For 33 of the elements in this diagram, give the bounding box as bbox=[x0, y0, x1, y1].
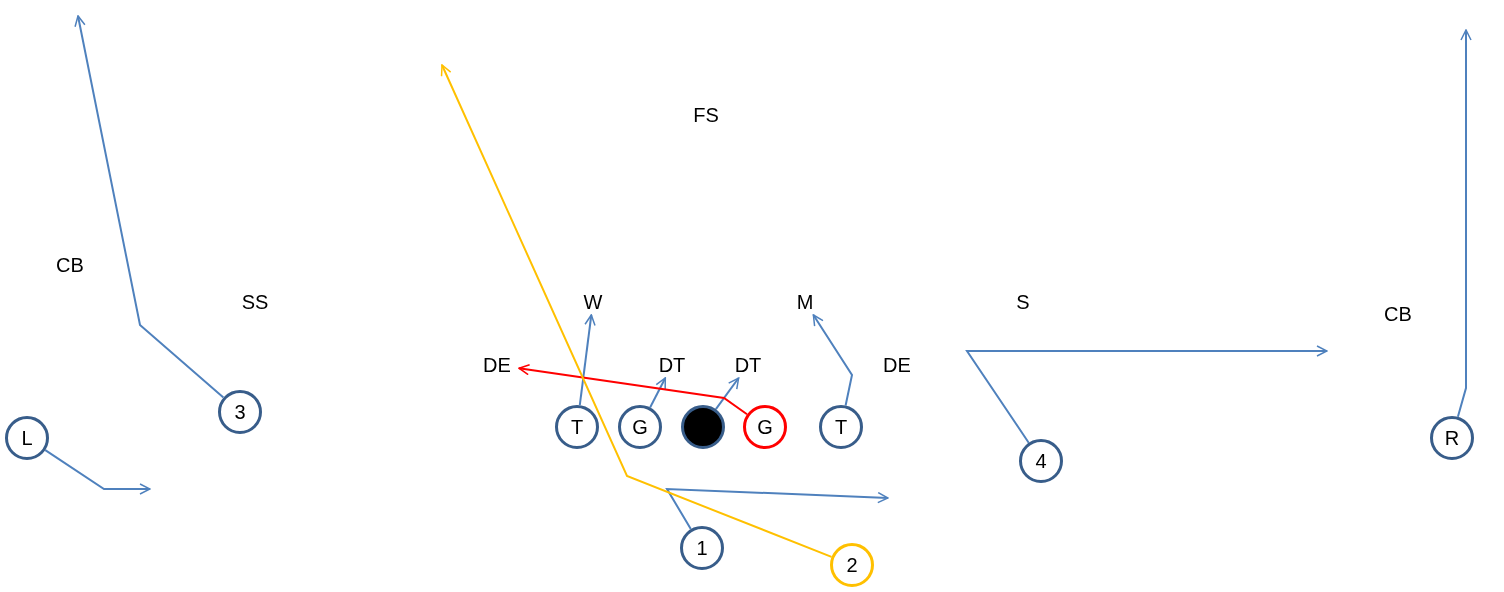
player-circle: 3 bbox=[218, 390, 262, 434]
player-circle: T bbox=[819, 405, 863, 449]
route-arrow bbox=[714, 377, 740, 411]
route-arrow bbox=[74, 15, 225, 399]
center-circle bbox=[681, 405, 725, 449]
defender-label: DE bbox=[483, 354, 511, 376]
player-circle: 1 bbox=[680, 526, 724, 570]
player-circle: 2 bbox=[830, 543, 874, 587]
defender-label: S bbox=[1016, 291, 1030, 313]
defender-label: DE bbox=[883, 354, 911, 376]
route-arrow bbox=[518, 363, 748, 416]
defender-label: W bbox=[583, 291, 603, 313]
route-arrow bbox=[578, 314, 596, 407]
player-circle: T bbox=[555, 405, 599, 449]
route-arrow bbox=[812, 314, 854, 407]
player-circle: G bbox=[618, 405, 662, 449]
defender-label: CB bbox=[1384, 303, 1412, 325]
route-arrow bbox=[665, 487, 889, 531]
route-arrow bbox=[649, 377, 667, 409]
defender-label: M bbox=[796, 291, 814, 313]
route-arrow bbox=[440, 64, 833, 558]
defender-label: DT bbox=[734, 354, 762, 376]
route-arrow bbox=[965, 345, 1328, 444]
player-circle: G bbox=[743, 405, 787, 449]
route-arrow bbox=[1456, 29, 1472, 418]
player-circle: 4 bbox=[1019, 439, 1063, 483]
defender-label: CB bbox=[56, 254, 84, 276]
player-circle: L bbox=[5, 416, 49, 460]
route-arrow bbox=[44, 449, 151, 495]
defender-label: DT bbox=[658, 354, 686, 376]
defender-label: SS bbox=[241, 291, 269, 313]
player-circle: R bbox=[1430, 416, 1474, 460]
defender-label: FS bbox=[693, 104, 719, 126]
